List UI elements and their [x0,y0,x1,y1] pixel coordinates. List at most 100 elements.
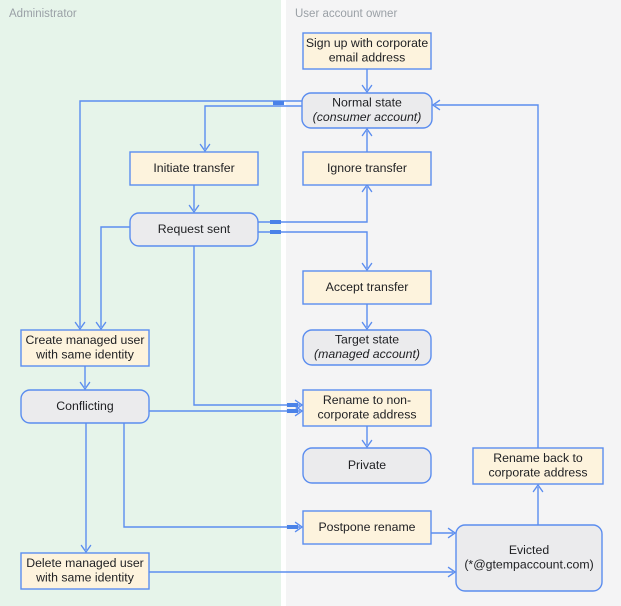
swimlane-admin [0,0,281,606]
edge-connector-stub [270,220,281,224]
edge-arrowhead [447,566,456,578]
edge-line [79,100,302,327]
edge-arrowhead [532,484,544,493]
node-normal[interactable]: Normal state(consumer account) [301,92,433,129]
node-request[interactable]: Request sent [129,212,259,247]
edges-layer [74,69,544,578]
node-box[interactable] [301,92,433,129]
swimlane-labels-layer: Administrator User account owner [9,8,397,20]
node-box[interactable] [302,151,432,186]
node-label-line: with same identity [35,348,135,362]
node-label-line: email address [329,51,406,65]
node-label-line: Normal state [332,95,402,109]
node-label-line: corporate address [488,466,587,480]
edge-arrowhead [361,128,373,137]
node-label-line: Create managed user [26,333,145,347]
edge-postpone-to-evicted [431,527,456,539]
edge-connector-stub [287,403,298,407]
edge-arrowhead [199,143,211,152]
node-evicted[interactable]: Evicted(*@gtempaccount.com) [455,524,603,592]
node-box[interactable] [472,447,604,485]
node-box[interactable] [302,270,432,305]
edge-arrowhead [188,204,200,213]
node-box[interactable] [455,524,603,592]
edge-ignore-to-normal [361,128,373,152]
node-conflict[interactable]: Conflicting [20,389,150,424]
node-label-line: Postpone rename [318,520,415,534]
edge-request-to-create [95,226,130,330]
node-label-line: corporate address [317,408,416,422]
edge-arrowhead [361,321,373,330]
edge-arrowhead [361,439,373,448]
edge-connector-stub [270,230,281,234]
node-label-line: Conflicting [56,399,114,413]
edge-arrowhead [294,521,303,533]
node-postpone[interactable]: Postpone rename [302,510,432,545]
node-box[interactable] [302,510,432,545]
node-box[interactable] [302,329,432,366]
node-box[interactable] [302,447,432,484]
edge-evicted-to-renameback [532,484,544,525]
edge-line [258,187,368,223]
node-box[interactable] [129,151,259,186]
edge-connector-stub [273,101,284,105]
node-label-line: Sign up with corporate [306,36,429,50]
edge-connector-stub [287,525,298,529]
node-label-line: (managed account) [314,347,420,361]
node-label-line: Rename to non- [323,393,411,407]
edge-delete-to-evicted [149,566,456,578]
edge-arrowhead [80,544,92,553]
edge-line [100,226,130,327]
edge-request-to-accept [258,231,373,271]
edge-conflict-to-postpone [123,423,303,533]
edge-arrowhead [447,527,456,539]
node-box[interactable] [20,389,150,424]
edge-line [193,246,300,406]
node-label-line: Delete managed user [26,556,144,570]
edge-line [123,423,300,528]
edge-renameno-to-private [361,426,373,448]
node-target[interactable]: Target state(managed account) [302,329,432,366]
swimlane-label-admin: Administrator [9,8,77,20]
edge-arrowhead [74,321,86,330]
edge-conflict-to-delete [80,423,92,553]
edge-create-to-conflict [79,366,91,390]
node-label-line: Evicted [509,543,549,557]
edge-accept-to-target [361,304,373,330]
edge-renameback-to-normal [432,99,539,448]
edge-signup-to-normal [361,69,373,93]
node-label-line: Accept transfer [326,280,409,294]
node-label-line: Ignore transfer [327,161,407,175]
node-label-line: Request sent [158,222,231,236]
edge-connector-stub [287,409,298,413]
edge-arrowhead [361,262,373,271]
node-label-line: (*@gtempaccount.com) [464,558,593,572]
edge-line [204,105,302,149]
node-label-line: (consumer account) [313,110,422,124]
node-box[interactable] [302,389,432,427]
node-box[interactable] [129,212,259,247]
node-ignore[interactable]: Ignore transfer [302,151,432,186]
edge-line [258,231,368,268]
edge-arrowhead [79,381,91,390]
edge-normal-to-initiate [199,105,302,152]
swimlane-label-user: User account owner [295,8,397,20]
node-initiate[interactable]: Initiate transfer [129,151,259,186]
edge-conflict-to-renameno [149,405,303,417]
node-box[interactable] [20,329,150,367]
node-renameno[interactable]: Rename to non-corporate address [302,389,432,427]
node-box[interactable] [20,552,150,590]
node-private[interactable]: Private [302,447,432,484]
node-box[interactable] [302,32,432,70]
edge-initiate-to-request [188,185,200,213]
node-accept[interactable]: Accept transfer [302,270,432,305]
edge-arrowhead [294,405,303,417]
edge-arrowhead [361,84,373,93]
